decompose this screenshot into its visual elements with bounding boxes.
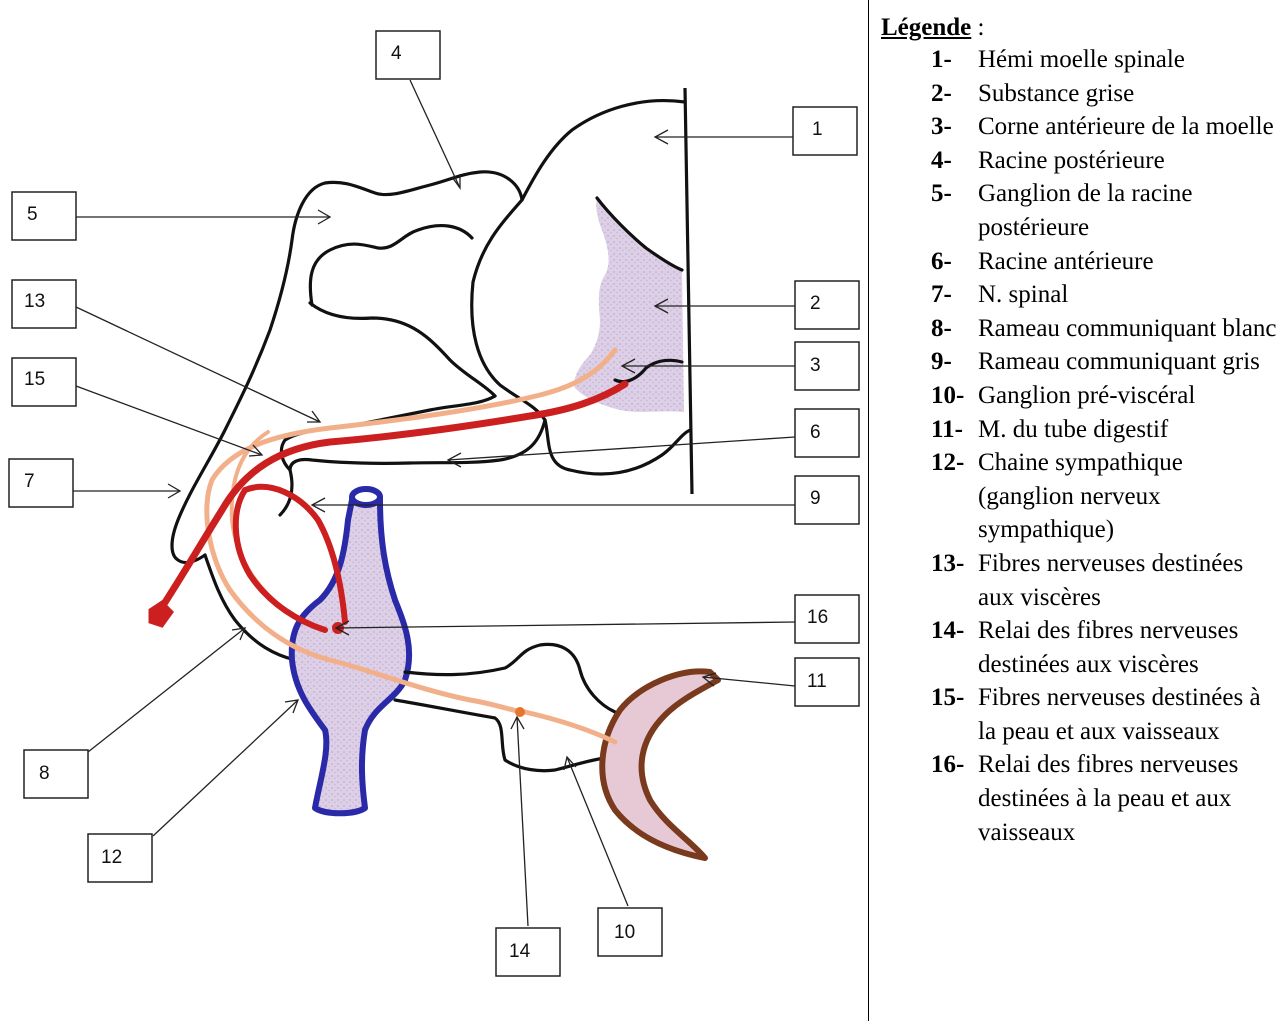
ganglion-inner-outline (280, 396, 495, 515)
svg-text:7: 7 (24, 471, 35, 492)
svg-text:11: 11 (807, 671, 827, 692)
label-3: 3 (795, 342, 859, 390)
label-16: 16 (795, 595, 859, 643)
legend-item-text: Ganglion pré-viscéral (978, 379, 1277, 413)
legend-title-text: Légende (881, 14, 971, 41)
svg-text:16: 16 (807, 607, 828, 628)
sympathetic-chain-top (352, 489, 380, 505)
label-1: 1 (793, 107, 857, 155)
legend-item: 9-Rameau communiquant gris (931, 345, 1277, 379)
svg-text:15: 15 (24, 369, 45, 390)
svg-text:4: 4 (391, 43, 402, 64)
label-10: 10 (598, 908, 662, 956)
legend-item: 14-Relai des fibres nerveuses destinées … (931, 614, 1277, 681)
legend-item-number: 15- (931, 681, 978, 748)
legend-item-number: 8- (931, 312, 978, 346)
label-6: 6 (795, 409, 859, 457)
legend-item-number: 4- (931, 144, 978, 178)
legend-item-number: 14- (931, 614, 978, 681)
legend-item-text: Chaine sympathique (ganglion nerveux sym… (978, 446, 1277, 547)
svg-text:2: 2 (810, 293, 821, 314)
legend-item-text: Rameau communiquant gris (978, 345, 1277, 379)
legend-item-number: 1- (931, 43, 978, 77)
svg-text:3: 3 (810, 355, 821, 376)
spinal-nerve-tip (150, 602, 172, 626)
legend-item-number: 7- (931, 278, 978, 312)
svg-text:5: 5 (27, 204, 38, 225)
label-14: 14 (496, 928, 560, 976)
svg-text:8: 8 (39, 763, 50, 784)
label-5: 5 (12, 192, 76, 240)
legend-item: 13-Fibres nerveuses destinées aux viscèr… (931, 547, 1277, 614)
svg-text:6: 6 (810, 422, 821, 443)
legend-item: 7-N. spinal (931, 278, 1277, 312)
legend-item-text: Hémi moelle spinale (978, 43, 1277, 77)
legend-item-text: Ganglion de la racine postérieure (978, 177, 1277, 244)
legend-item-text: Substance grise (978, 77, 1277, 111)
legend-item-number: 13- (931, 547, 978, 614)
legend-item-number: 10- (931, 379, 978, 413)
legend-item-text: Relai des fibres nerveuses destinées aux… (978, 614, 1277, 681)
legend-item: 5-Ganglion de la racine postérieure (931, 177, 1277, 244)
label-8: 8 (24, 750, 88, 798)
legend-item-number: 11- (931, 413, 978, 447)
legend-item: 6-Racine antérieure (931, 245, 1277, 279)
legend-item-text: Relai des fibres nerveuses destinées à l… (978, 748, 1277, 849)
legend-item-text: Fibres nerveuses destinées à la peau et … (978, 681, 1277, 748)
legend-item-text: M. du tube digestif (978, 413, 1277, 447)
legend-item: 2-Substance grise (931, 77, 1277, 111)
legend-item-number: 12- (931, 446, 978, 547)
legend-item-number: 16- (931, 748, 978, 849)
legend-item: 8-Rameau communiquant blanc (931, 312, 1277, 346)
legend-item-text: N. spinal (978, 278, 1277, 312)
legend-item-text: Rameau communiquant blanc (978, 312, 1277, 346)
svg-text:9: 9 (810, 488, 821, 509)
legend-item-text: Fibres nerveuses destinées aux viscères (978, 547, 1277, 614)
svg-text:13: 13 (24, 291, 45, 312)
legend-item-number: 3- (931, 110, 978, 144)
legend-item-text: Corne antérieure de la moelle (978, 110, 1277, 144)
svg-text:12: 12 (101, 847, 122, 868)
legend-item: 12-Chaine sympathique (ganglion nerveux … (931, 446, 1277, 547)
label-4: 4 (376, 31, 440, 79)
legend-title: Légende : (881, 12, 1277, 43)
visceral-path-outline-lower (395, 700, 605, 771)
label-15: 15 (12, 358, 76, 406)
ganglion-inner-loop-lower (310, 303, 495, 396)
legend-item: 4-Racine postérieure (931, 144, 1277, 178)
legend-item: 3-Corne antérieure de la moelle (931, 110, 1277, 144)
visceral-path-outline (405, 644, 615, 712)
legend-item: 15-Fibres nerveuses destinées à la peau … (931, 681, 1277, 748)
ganglion-inner-loop (310, 226, 472, 305)
legend-item-number: 5- (931, 177, 978, 244)
label-11: 11 (795, 658, 859, 706)
legend-item-number: 9- (931, 345, 978, 379)
visceral-fibres-distal (525, 712, 615, 742)
legend-item: 11-M. du tube digestif (931, 413, 1277, 447)
legend-item-text: Racine antérieure (978, 245, 1277, 279)
spinal-nerve-diagram: 1 2 3 4 5 6 7 8 9 10 11 12 13 14 15 16 (0, 0, 868, 1021)
legend-title-suffix: : (971, 14, 984, 41)
svg-text:1: 1 (812, 119, 823, 140)
svg-text:10: 10 (614, 922, 635, 943)
svg-text:14: 14 (509, 941, 531, 962)
label-12: 12 (88, 834, 152, 882)
legend-item: 10-Ganglion pré-viscéral (931, 379, 1277, 413)
label-9: 9 (795, 476, 859, 524)
legend-item-number: 6- (931, 245, 978, 279)
legend-item: 16-Relai des fibres nerveuses destinées … (931, 748, 1277, 849)
label-2: 2 (795, 281, 859, 329)
label-13: 13 (12, 280, 76, 328)
legend-item-text: Racine postérieure (978, 144, 1277, 178)
legend-item: 1-Hémi moelle spinale (931, 43, 1277, 77)
gut-wall (602, 671, 718, 858)
label-7: 7 (9, 459, 73, 507)
legend-item-number: 2- (931, 77, 978, 111)
relay-14-node (515, 707, 525, 717)
